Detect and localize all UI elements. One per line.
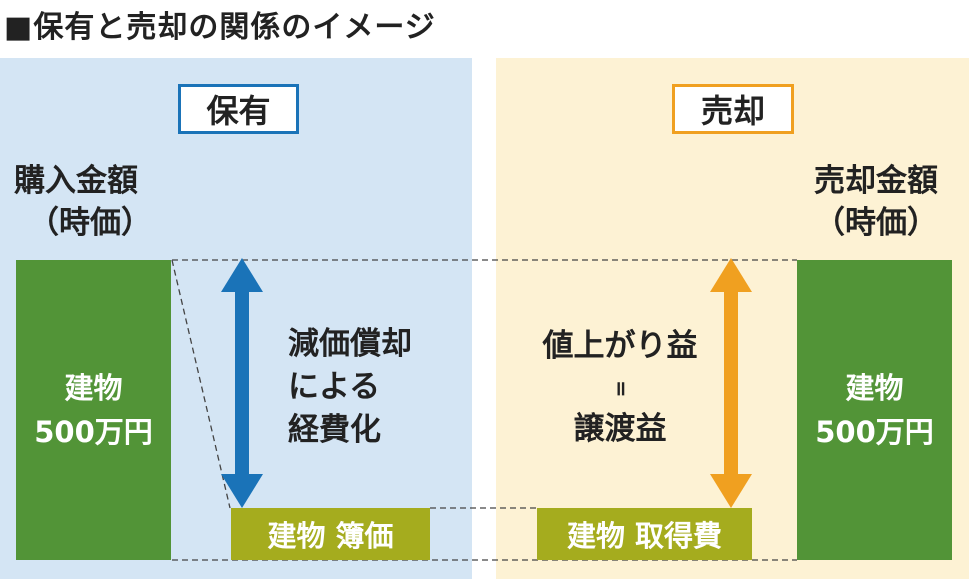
acquisition-cost-block: 建物 取得費	[537, 508, 752, 560]
hold-header: 保有	[178, 84, 299, 134]
purchase-price-label: 購入金額 （時価）	[14, 160, 152, 244]
appreciation-arrow	[710, 258, 752, 508]
depreciation-line1: 減価償却	[288, 326, 412, 362]
sale-price-label-line1: 売却金額	[814, 163, 938, 199]
depreciation-arrow	[221, 258, 263, 508]
sale-price-label: 売却金額 （時価）	[796, 160, 956, 244]
purchase-building-label: 建物	[64, 371, 123, 405]
purchase-building-value: 500万円	[34, 415, 153, 449]
sale-building-block: 建物 500万円	[797, 260, 952, 560]
sale-building-value: 500万円	[815, 415, 934, 449]
depreciation-text: 減価償却 による 経費化	[288, 323, 412, 452]
diagonal-dashed-line	[171, 259, 231, 509]
purchase-price-label-line1: 購入金額	[14, 163, 138, 199]
sale-price-label-line2: （時価）	[814, 205, 938, 241]
gain-text: 値上がり益 ॥ 譲渡益	[530, 325, 710, 451]
gain-line1: 値上がり益	[542, 328, 698, 364]
book-value-block: 建物 簿価	[231, 508, 430, 560]
depreciation-line3: 経費化	[288, 412, 381, 448]
purchase-building-block: 建物 500万円	[16, 260, 171, 560]
depreciation-line2: による	[288, 369, 381, 405]
page-title: ■保有と売却の関係のイメージ	[4, 10, 436, 45]
gain-line2: 譲渡益	[573, 411, 667, 447]
purchase-price-label-line2: （時価）	[28, 205, 152, 241]
sale-header: 売却	[672, 84, 794, 134]
sale-building-label: 建物	[845, 371, 904, 405]
gain-equals: ॥	[614, 376, 626, 400]
